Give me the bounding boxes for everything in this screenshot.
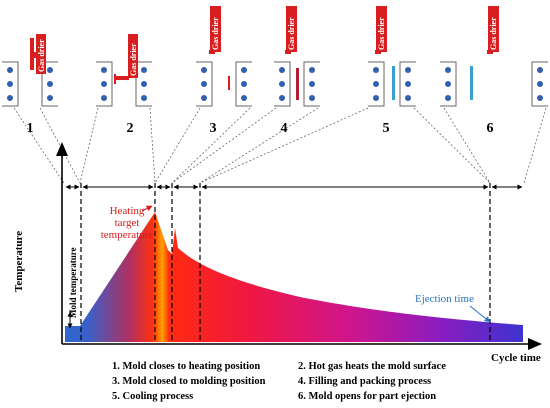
panel-number: 6 [487, 121, 494, 136]
legend-item-2: 2. Hot gas heats the mold surface [298, 361, 446, 372]
heating-target-label-line2: target [115, 217, 140, 229]
mold-temperature-annotation: Mold temperature [67, 247, 78, 329]
gas-drier-label: Gas drier [211, 17, 220, 50]
gas-drier-label: Gas drier [287, 17, 296, 50]
mold-temperature-label: Mold temperature [68, 247, 78, 318]
gas-drier-icon [210, 6, 221, 52]
stage-panel-5: Gas drier 5 [368, 6, 416, 136]
panel-number: 2 [127, 121, 134, 136]
stage-dividers [80, 183, 491, 342]
stage-panel-6: Gas drier 6 [440, 6, 548, 136]
temperature-curve [65, 212, 523, 342]
gas-drier-icon [36, 34, 46, 74]
axes [56, 142, 542, 350]
legend-item-1: 1. Mold closes to heating position [112, 361, 260, 372]
heating-target-label-line1: Heating [110, 205, 145, 217]
gas-drier-icon [488, 6, 499, 52]
legend-item-5: 5. Cooling process [112, 391, 193, 402]
stage-panel-4: Gas drier 4 [274, 6, 320, 136]
mold-stage-panels: Gas drier 1 Gas drier 2 Gas drier 3 [2, 6, 548, 136]
heating-target-annotation: Heating target temperature [101, 205, 154, 241]
heating-target-label-line3: temperature [101, 229, 154, 241]
process-legend: 1. Mold closes to heating position 2. Ho… [112, 361, 446, 402]
gas-drier-icon [128, 34, 138, 78]
legend-item-6: 6. Mold opens for part ejection [298, 391, 436, 402]
gas-drier-icon [286, 6, 297, 52]
legend-item-4: 4. Filling and packing process [298, 376, 431, 387]
panel-number: 3 [210, 121, 217, 136]
x-axis-label: Cycle time [491, 352, 541, 364]
stage-panel-1: Gas drier 1 [2, 34, 58, 136]
connector-lines [13, 107, 547, 184]
gas-drier-label: Gas drier [489, 17, 498, 50]
gas-drier-label: Gas drier [377, 17, 386, 50]
ejection-time-annotation: Ejection time [415, 293, 491, 323]
panel-number: 5 [383, 121, 390, 136]
gas-drier-icon [376, 6, 387, 52]
y-axis-label: Temperature [13, 231, 25, 292]
gas-drier-label: Gas drier [37, 39, 46, 72]
panel-number: 4 [281, 121, 288, 136]
gas-drier-label: Gas drier [129, 43, 138, 76]
panel-number: 1 [27, 121, 34, 136]
stage-panel-2: Gas drier 2 [96, 34, 152, 136]
stage-panel-3: Gas drier 3 [196, 6, 252, 136]
ejection-time-label: Ejection time [415, 293, 474, 305]
legend-item-3: 3. Mold closed to molding position [112, 376, 266, 387]
